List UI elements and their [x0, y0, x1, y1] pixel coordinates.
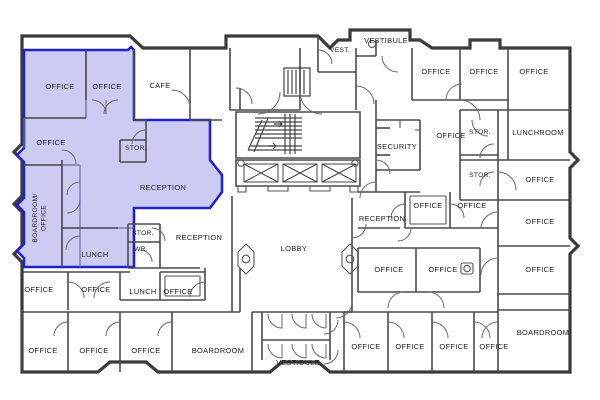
interior-walls-east [343, 48, 570, 372]
room-label-vestibule: VESTIBULE [276, 358, 320, 367]
suite-room-labels: OFFICE OFFICE OFFICE RECEPTION BOARDROOM/OFF… [32, 82, 186, 259]
room-label-stor: STOR. [125, 145, 147, 152]
lobby-column [237, 243, 255, 275]
room-label-wr: WR. [134, 246, 148, 253]
room-label-vestibule: VESTIBULE [364, 36, 408, 45]
room-label-office: OFFICE [439, 342, 468, 351]
room-label-lobby: LOBBY [281, 244, 307, 253]
room-label-office: OFFICE [525, 265, 554, 274]
elevator-bank [235, 159, 361, 193]
room-label-office: OFFICE [428, 265, 457, 274]
room-label-cafe: CAFE [149, 81, 170, 90]
room-label-boardroom-office: BOARDROOM/OFFICE [32, 193, 48, 242]
room-label-stor: STOR. [132, 230, 154, 237]
room-label-reception: RECEPTION [140, 183, 186, 192]
room-label-boardroom: BOARDROOM [192, 346, 244, 355]
room-label-office: OFFICE [92, 82, 121, 91]
room-labels: CAFE STOR. STOR. WR. RECEPTION VEST. VESTIBULE… [24, 36, 569, 367]
cafe-walls [133, 48, 222, 121]
room-label-office: OFFICE [131, 346, 160, 355]
room-label-office: OFFICE [436, 131, 465, 140]
room-label-office: OFFICE [24, 285, 53, 294]
room-label-stor: STOR. [469, 172, 491, 179]
lobby-walls [231, 196, 359, 360]
stair-upper [283, 67, 311, 97]
room-label-office: OFFICE [45, 82, 74, 91]
core-vestibule-walls [317, 36, 377, 110]
room-label-office: OFFICE [79, 346, 108, 355]
room-label-lunch: LUNCH [81, 250, 108, 259]
room-label-vest: VEST. [330, 47, 350, 54]
room-label-reception: RECEPTION [176, 233, 222, 242]
room-label-office: OFFICE [519, 67, 548, 76]
room-label-lunch: LUNCH [129, 287, 156, 296]
door-swings [53, 49, 517, 365]
room-label-office: OFFICE [479, 342, 508, 351]
room-label-office: OFFICE [81, 285, 110, 294]
room-label-security: SECURITY [377, 142, 417, 151]
room-label-office: OFFICE [421, 67, 450, 76]
room-label-office: OFFICE [395, 342, 424, 351]
room-label-stor: STOR. [469, 129, 491, 136]
stairwell [235, 111, 361, 159]
room-label-office: OFFICE [413, 201, 442, 210]
room-label-office: OFFICE [163, 287, 192, 296]
room-label-office: OFFICE [351, 342, 380, 351]
room-label-reception: RECEPTION [359, 214, 405, 223]
room-label-boardroom: BOARDROOM [517, 328, 569, 337]
room-label-office: OFFICE [36, 138, 65, 147]
room-label-office: OFFICE [28, 346, 57, 355]
lobby-column [341, 243, 359, 275]
room-label-office: OFFICE [374, 265, 403, 274]
room-label-office: OFFICE [525, 175, 554, 184]
room-label-office: OFFICE [525, 217, 554, 226]
room-label-office: OFFICE [457, 201, 486, 210]
room-label-office: OFFICE [469, 67, 498, 76]
room-label-lunchroom: LUNCHROOM [512, 128, 564, 137]
building-core [229, 36, 377, 193]
